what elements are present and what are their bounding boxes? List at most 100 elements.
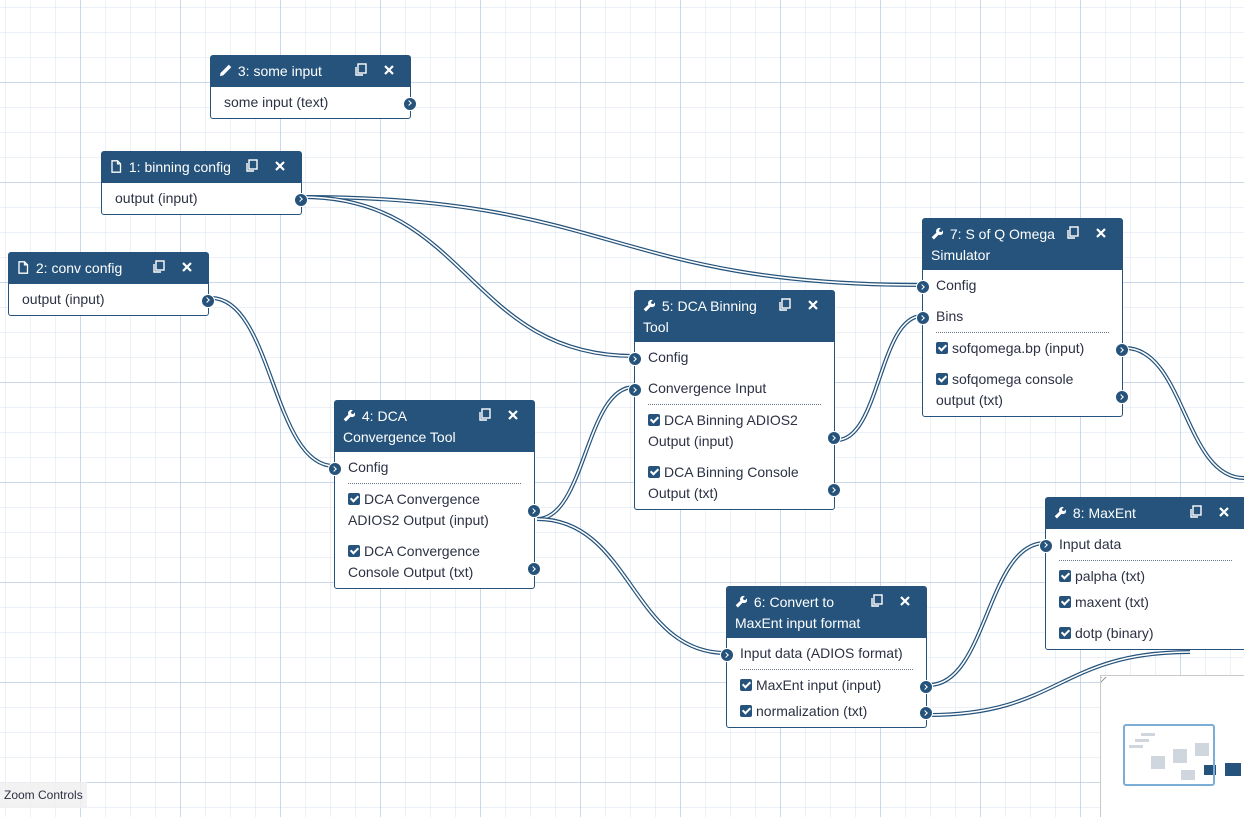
node-sofq-omega-simulator[interactable]: 7: S of Q Omega Simulator Config Bins so… — [916, 218, 1129, 417]
copy-icon[interactable] — [477, 406, 493, 424]
minimap-node — [1181, 770, 1195, 780]
edge-maxent-input-to-maxent-inner — [928, 542, 1046, 686]
copy-icon[interactable] — [869, 592, 885, 610]
output-row: dotp (binary) — [1046, 618, 1244, 649]
edge-binning-to-sofq-bins — [836, 314, 923, 442]
input-terminal[interactable] — [628, 383, 642, 397]
node-title: 7: S of Q Omega Simulator — [931, 226, 1055, 263]
output-row: maxent (txt) — [1046, 592, 1244, 618]
close-icon[interactable] — [805, 296, 821, 314]
zoom-controls[interactable]: Zoom Controls — [0, 782, 87, 808]
separator — [348, 483, 521, 484]
input-terminal[interactable] — [328, 462, 342, 476]
minimap-node — [1225, 763, 1241, 776]
node-title: 6: Convert to MaxEnt input format — [735, 594, 861, 631]
close-icon[interactable] — [272, 157, 288, 175]
checkbox[interactable] — [740, 705, 752, 717]
node-some-input[interactable]: 3: some input some input (text) — [210, 55, 417, 119]
input-terminal[interactable] — [720, 648, 734, 662]
output-terminal[interactable] — [827, 483, 841, 497]
copy-icon[interactable] — [353, 61, 369, 79]
edge-binning-config-to-binning-config-inner — [302, 196, 635, 357]
output-row: DCA Binning Console Output (txt) — [635, 457, 841, 509]
input-row: Config — [328, 452, 534, 483]
edge-conv-config-to-convergence-config-inner — [210, 297, 335, 467]
pencil-icon — [220, 64, 231, 76]
output-row: DCA Convergence ADIOS2 Output (input) — [335, 484, 541, 536]
output-terminal[interactable] — [294, 192, 308, 207]
node-maxent[interactable]: 8: MaxEnt Input data palpha (txt) maxent… — [1039, 497, 1244, 650]
output-terminal[interactable] — [919, 706, 933, 720]
node-header[interactable]: 2: conv config — [9, 253, 208, 284]
copy-icon[interactable] — [1065, 224, 1081, 242]
checkbox[interactable] — [648, 466, 660, 478]
input-terminal[interactable] — [916, 280, 930, 294]
input-terminal[interactable] — [916, 311, 930, 325]
output-label: DCA Binning Console Output (txt) — [648, 464, 799, 501]
output-terminal[interactable] — [1115, 343, 1129, 357]
checkbox[interactable] — [936, 342, 948, 354]
minimap-resize-handle[interactable] — [1101, 677, 1110, 686]
output-row: normalization (txt) — [727, 701, 933, 727]
output-row: output (input) — [9, 284, 215, 315]
input-terminal[interactable] — [628, 352, 642, 366]
node-header[interactable]: 1: binning config — [102, 152, 301, 183]
minimap-node — [1129, 745, 1143, 748]
node-binning-config[interactable]: 1: binning config output (input) — [101, 151, 308, 215]
node-title: 2: conv config — [35, 260, 123, 276]
node-header[interactable]: 5: DCA Binning Tool — [635, 291, 834, 342]
copy-icon[interactable] — [151, 258, 167, 276]
output-terminal[interactable] — [827, 431, 841, 445]
copy-icon[interactable] — [777, 296, 793, 314]
copy-icon[interactable] — [244, 157, 260, 175]
node-header[interactable]: 6: Convert to MaxEnt input format — [727, 587, 926, 638]
output-label: palpha (txt) — [1075, 567, 1146, 584]
minimap-node — [1204, 765, 1216, 775]
output-terminal[interactable] — [201, 293, 215, 308]
output-terminal[interactable] — [527, 562, 541, 576]
edge-binning-to-sofq-bins-inner — [836, 315, 923, 441]
output-terminal[interactable] — [527, 504, 541, 518]
checkbox[interactable] — [1059, 595, 1071, 608]
output-label: normalization (txt) — [756, 703, 868, 719]
output-terminal[interactable] — [1115, 390, 1129, 404]
close-icon[interactable] — [897, 592, 913, 610]
node-header[interactable]: 8: MaxEnt — [1046, 498, 1244, 529]
node-header[interactable]: 4: DCA Convergence Tool — [335, 401, 534, 452]
output-terminal[interactable] — [403, 96, 417, 111]
node-title: 8: MaxEnt — [1072, 505, 1136, 521]
output-row: sofqomega console output (txt) — [923, 364, 1129, 416]
node-dca-convergence-tool[interactable]: 4: DCA Convergence Tool Config DCA Conve… — [328, 400, 541, 589]
edge-convergence-to-maxent-convert-inner — [536, 518, 727, 654]
close-icon[interactable] — [505, 406, 521, 424]
edge-convergence-to-binning-input — [536, 385, 635, 521]
minimap-viewport[interactable] — [1123, 724, 1215, 786]
checkbox[interactable] — [740, 679, 752, 691]
node-convert-to-maxent[interactable]: 6: Convert to MaxEnt input format Input … — [720, 586, 933, 728]
checkbox[interactable] — [348, 493, 360, 505]
wrench-icon — [931, 227, 943, 240]
close-icon[interactable] — [381, 61, 397, 79]
node-header[interactable]: 3: some input — [211, 56, 410, 87]
checkbox[interactable] — [648, 414, 660, 426]
output-terminal[interactable] — [919, 680, 933, 694]
checkbox[interactable] — [1059, 569, 1071, 582]
close-icon[interactable] — [1093, 224, 1109, 242]
checkbox[interactable] — [936, 373, 948, 385]
minimap-node — [1195, 743, 1209, 756]
copy-icon[interactable] — [1188, 503, 1204, 521]
node-header[interactable]: 7: S of Q Omega Simulator — [923, 219, 1122, 270]
input-terminal[interactable] — [1039, 538, 1053, 553]
input-row: Bins — [916, 301, 1122, 332]
output-label: DCA Convergence ADIOS2 Output (input) — [348, 491, 489, 528]
close-icon[interactable] — [1216, 503, 1232, 521]
wrench-icon — [735, 595, 747, 608]
node-conv-config[interactable]: 2: conv config output (input) — [8, 252, 215, 316]
node-dca-binning-tool[interactable]: 5: DCA Binning Tool Config Convergence I… — [628, 290, 841, 510]
checkbox[interactable] — [1059, 626, 1071, 639]
output-row: DCA Convergence Console Output (txt) — [335, 536, 541, 588]
output-label: dotp (binary) — [1075, 624, 1154, 641]
checkbox[interactable] — [348, 545, 360, 557]
close-icon[interactable] — [179, 258, 195, 276]
